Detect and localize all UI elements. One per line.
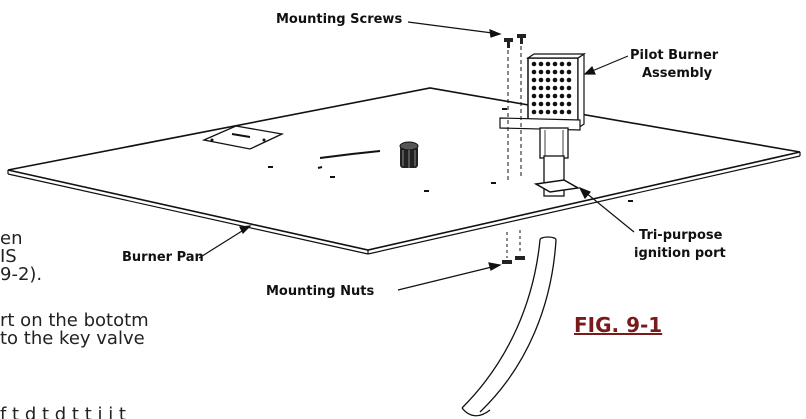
control-knob [399,141,419,168]
body-text-line3: 9-2). [0,264,43,285]
burner-pan-plate [7,87,801,251]
body-text-line4: rt on the bototm [0,310,149,331]
label-mounting-nuts: Mounting Nuts [266,284,375,299]
slot-markings [317,150,381,169]
label-pilot-burner-line1: Pilot Burner [630,48,719,63]
label-burner-pan: Burner Pan [122,250,204,265]
label-pilot-burner-line2: Assembly [642,66,713,81]
label-tri-purpose-line2: ignition port [634,246,726,261]
leader-lines [198,21,635,291]
plate-holes [268,108,633,202]
mounting-nuts [502,230,525,264]
body-text-line1: en [0,228,23,249]
body-text-line2: IS [0,246,17,267]
pilot-burner-assembly [499,52,586,197]
key-valve-plate [201,125,285,150]
body-text-line5: to the key valve [0,328,145,349]
body-text-line6: f t d t d t t i i t [0,406,126,419]
mounting-screws [504,34,526,182]
ignition-port [533,179,581,193]
gas-tube [461,236,557,417]
label-mounting-screws: Mounting Screws [276,12,403,27]
figure-caption: FIG. 9-1 [574,313,663,337]
label-tri-purpose-line1: Tri-purpose [639,228,723,243]
